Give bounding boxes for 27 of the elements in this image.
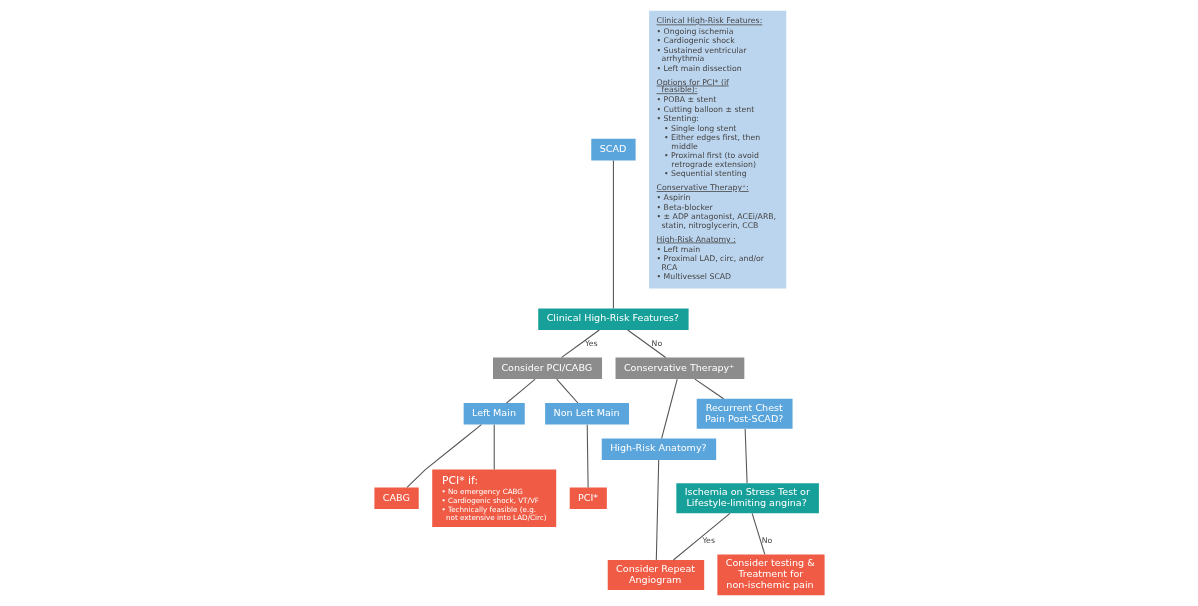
connector: [751, 512, 765, 555]
connector: [560, 329, 600, 358]
node-box: Consider Repeat Angiogram: [607, 560, 704, 590]
connector: [406, 424, 482, 488]
connector: [626, 329, 666, 358]
node-box: PCI*: [569, 487, 607, 510]
connector: [586, 424, 589, 488]
node-box: SCAD: [590, 138, 636, 161]
node-box: CABG: [373, 487, 419, 510]
node-box: Left Main: [463, 403, 525, 425]
connector: [655, 459, 659, 561]
connector: [612, 159, 614, 309]
connector: [693, 378, 724, 400]
connector: [493, 424, 495, 471]
connector: [660, 378, 678, 439]
node-box: Recurrent Chest Pain Post-SCAD?: [696, 398, 793, 429]
node-box: High-Risk Anatomy?: [601, 438, 716, 460]
node-box: Consider PCI/CABG: [492, 357, 602, 380]
connector: [555, 378, 578, 404]
node-box: Clinical High-Risk Features?: [537, 308, 689, 330]
node-box: Ischemia on Stress Test or Lifestyle-limiting angina?: [675, 483, 819, 514]
connector: [672, 512, 730, 561]
node-box: Conservative Therapy⁺: [615, 357, 744, 380]
node-box: Consider testing & Treatment for non-ischemic pain: [716, 554, 825, 596]
connector: [744, 428, 748, 484]
connector: [505, 378, 536, 404]
node-box: Non Left Main: [544, 403, 629, 425]
